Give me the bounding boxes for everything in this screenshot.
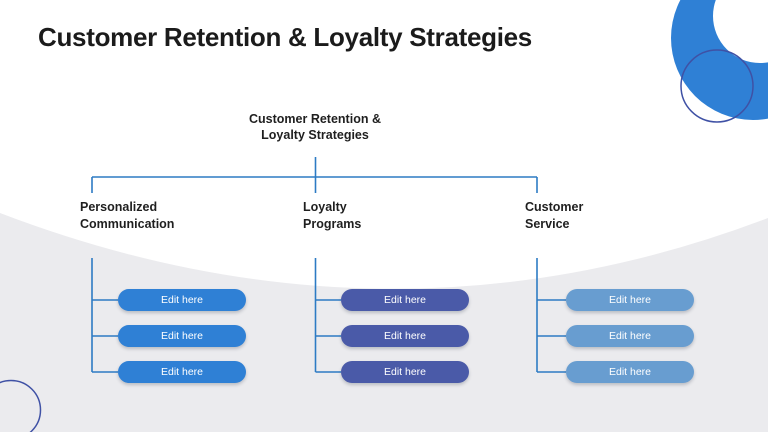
edit-here-pill[interactable]: Edit here xyxy=(341,325,469,347)
branch-label-personalized-communication: Personalized Communication xyxy=(80,200,175,231)
edit-here-pill[interactable]: Edit here xyxy=(118,361,246,383)
edit-here-pill[interactable]: Edit here xyxy=(118,289,246,311)
ring-icon xyxy=(671,0,768,120)
edit-here-pill[interactable]: Edit here xyxy=(341,361,469,383)
root-node-label: Customer Retention & Loyalty Strategies xyxy=(249,112,381,142)
circle-outline-top-right-icon xyxy=(680,49,754,123)
edit-here-pill[interactable]: Edit here xyxy=(566,325,694,347)
circle-outline-bottom-left-icon xyxy=(0,379,42,432)
branch-label-loyalty-programs: Loyalty Programs xyxy=(303,200,362,231)
edit-here-pill[interactable]: Edit here xyxy=(118,325,246,347)
edit-here-pill[interactable]: Edit here xyxy=(341,289,469,311)
page-title: Customer Retention & Loyalty Strategies xyxy=(38,22,532,52)
edit-here-pill[interactable]: Edit here xyxy=(566,289,694,311)
edit-here-pill[interactable]: Edit here xyxy=(566,361,694,383)
branch-label-customer-service: Customer Service xyxy=(525,200,584,231)
